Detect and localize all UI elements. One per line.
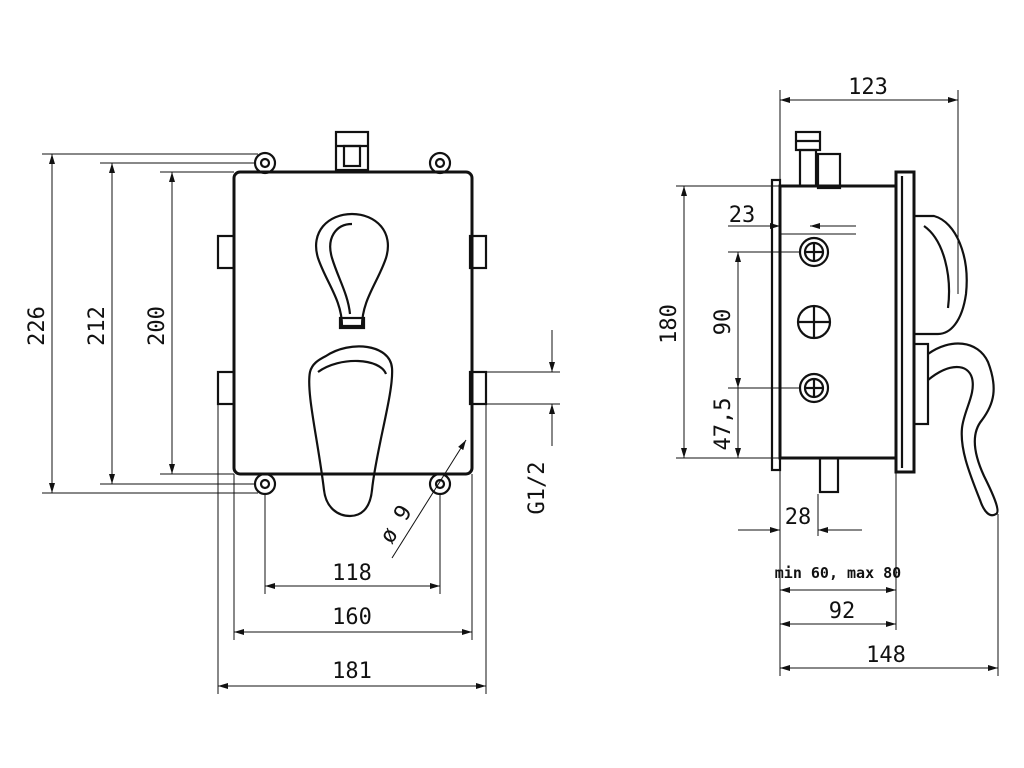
lever-profile — [912, 342, 999, 517]
mounting-lugs — [253, 151, 452, 496]
front-view: 226 212 200 G1/2 ø 9 118 160 181 — [25, 130, 560, 694]
front-extension-lines — [42, 153, 560, 694]
side-view: 123 23 180 90 47,5 28 min 60, max 80 92 … — [657, 75, 999, 676]
dim-123: 123 — [848, 75, 888, 100]
front-horizontal-dims — [218, 583, 486, 689]
dim-181: 181 — [332, 659, 372, 684]
side-dimension-texts: 123 23 180 90 47,5 28 min 60, max 80 92 … — [657, 75, 906, 668]
hole-diameter-leader — [391, 439, 467, 559]
bottom-stub — [818, 456, 840, 494]
top-connector — [794, 130, 842, 190]
side-ports — [796, 236, 832, 404]
dim-28: 28 — [785, 505, 812, 530]
dim-118: 118 — [332, 561, 372, 586]
dim-thread-g12: G1/2 — [525, 462, 550, 515]
dim-200: 200 — [145, 306, 170, 346]
dim-90: 90 — [711, 309, 736, 336]
dim-160: 160 — [332, 605, 372, 630]
dim-hole-diameter: ø 9 — [375, 501, 417, 548]
dim-148: 148 — [866, 643, 906, 668]
diverter-knob-profile — [914, 214, 968, 336]
mixer-lever — [308, 345, 394, 518]
dim-23: 23 — [729, 203, 756, 228]
dim-92: 92 — [829, 599, 856, 624]
dim-226: 226 — [25, 306, 50, 346]
dim-180: 180 — [657, 304, 682, 344]
front-vertical-dims — [49, 154, 555, 493]
cover-plate-profile — [894, 170, 916, 474]
top-outlet-fitting — [334, 130, 370, 172]
diverter-knob — [315, 212, 389, 330]
side-connection-stubs — [216, 234, 488, 406]
dim-212: 212 — [85, 306, 110, 346]
dim-min-max-range: min 60, max 80 — [775, 564, 901, 582]
front-cover-plate — [232, 170, 474, 476]
side-dim-lines — [681, 97, 998, 671]
front-dimension-texts: 226 212 200 G1/2 ø 9 118 160 181 — [25, 306, 550, 684]
side-extension-lines — [676, 90, 999, 676]
dim-47-5: 47,5 — [711, 398, 736, 451]
